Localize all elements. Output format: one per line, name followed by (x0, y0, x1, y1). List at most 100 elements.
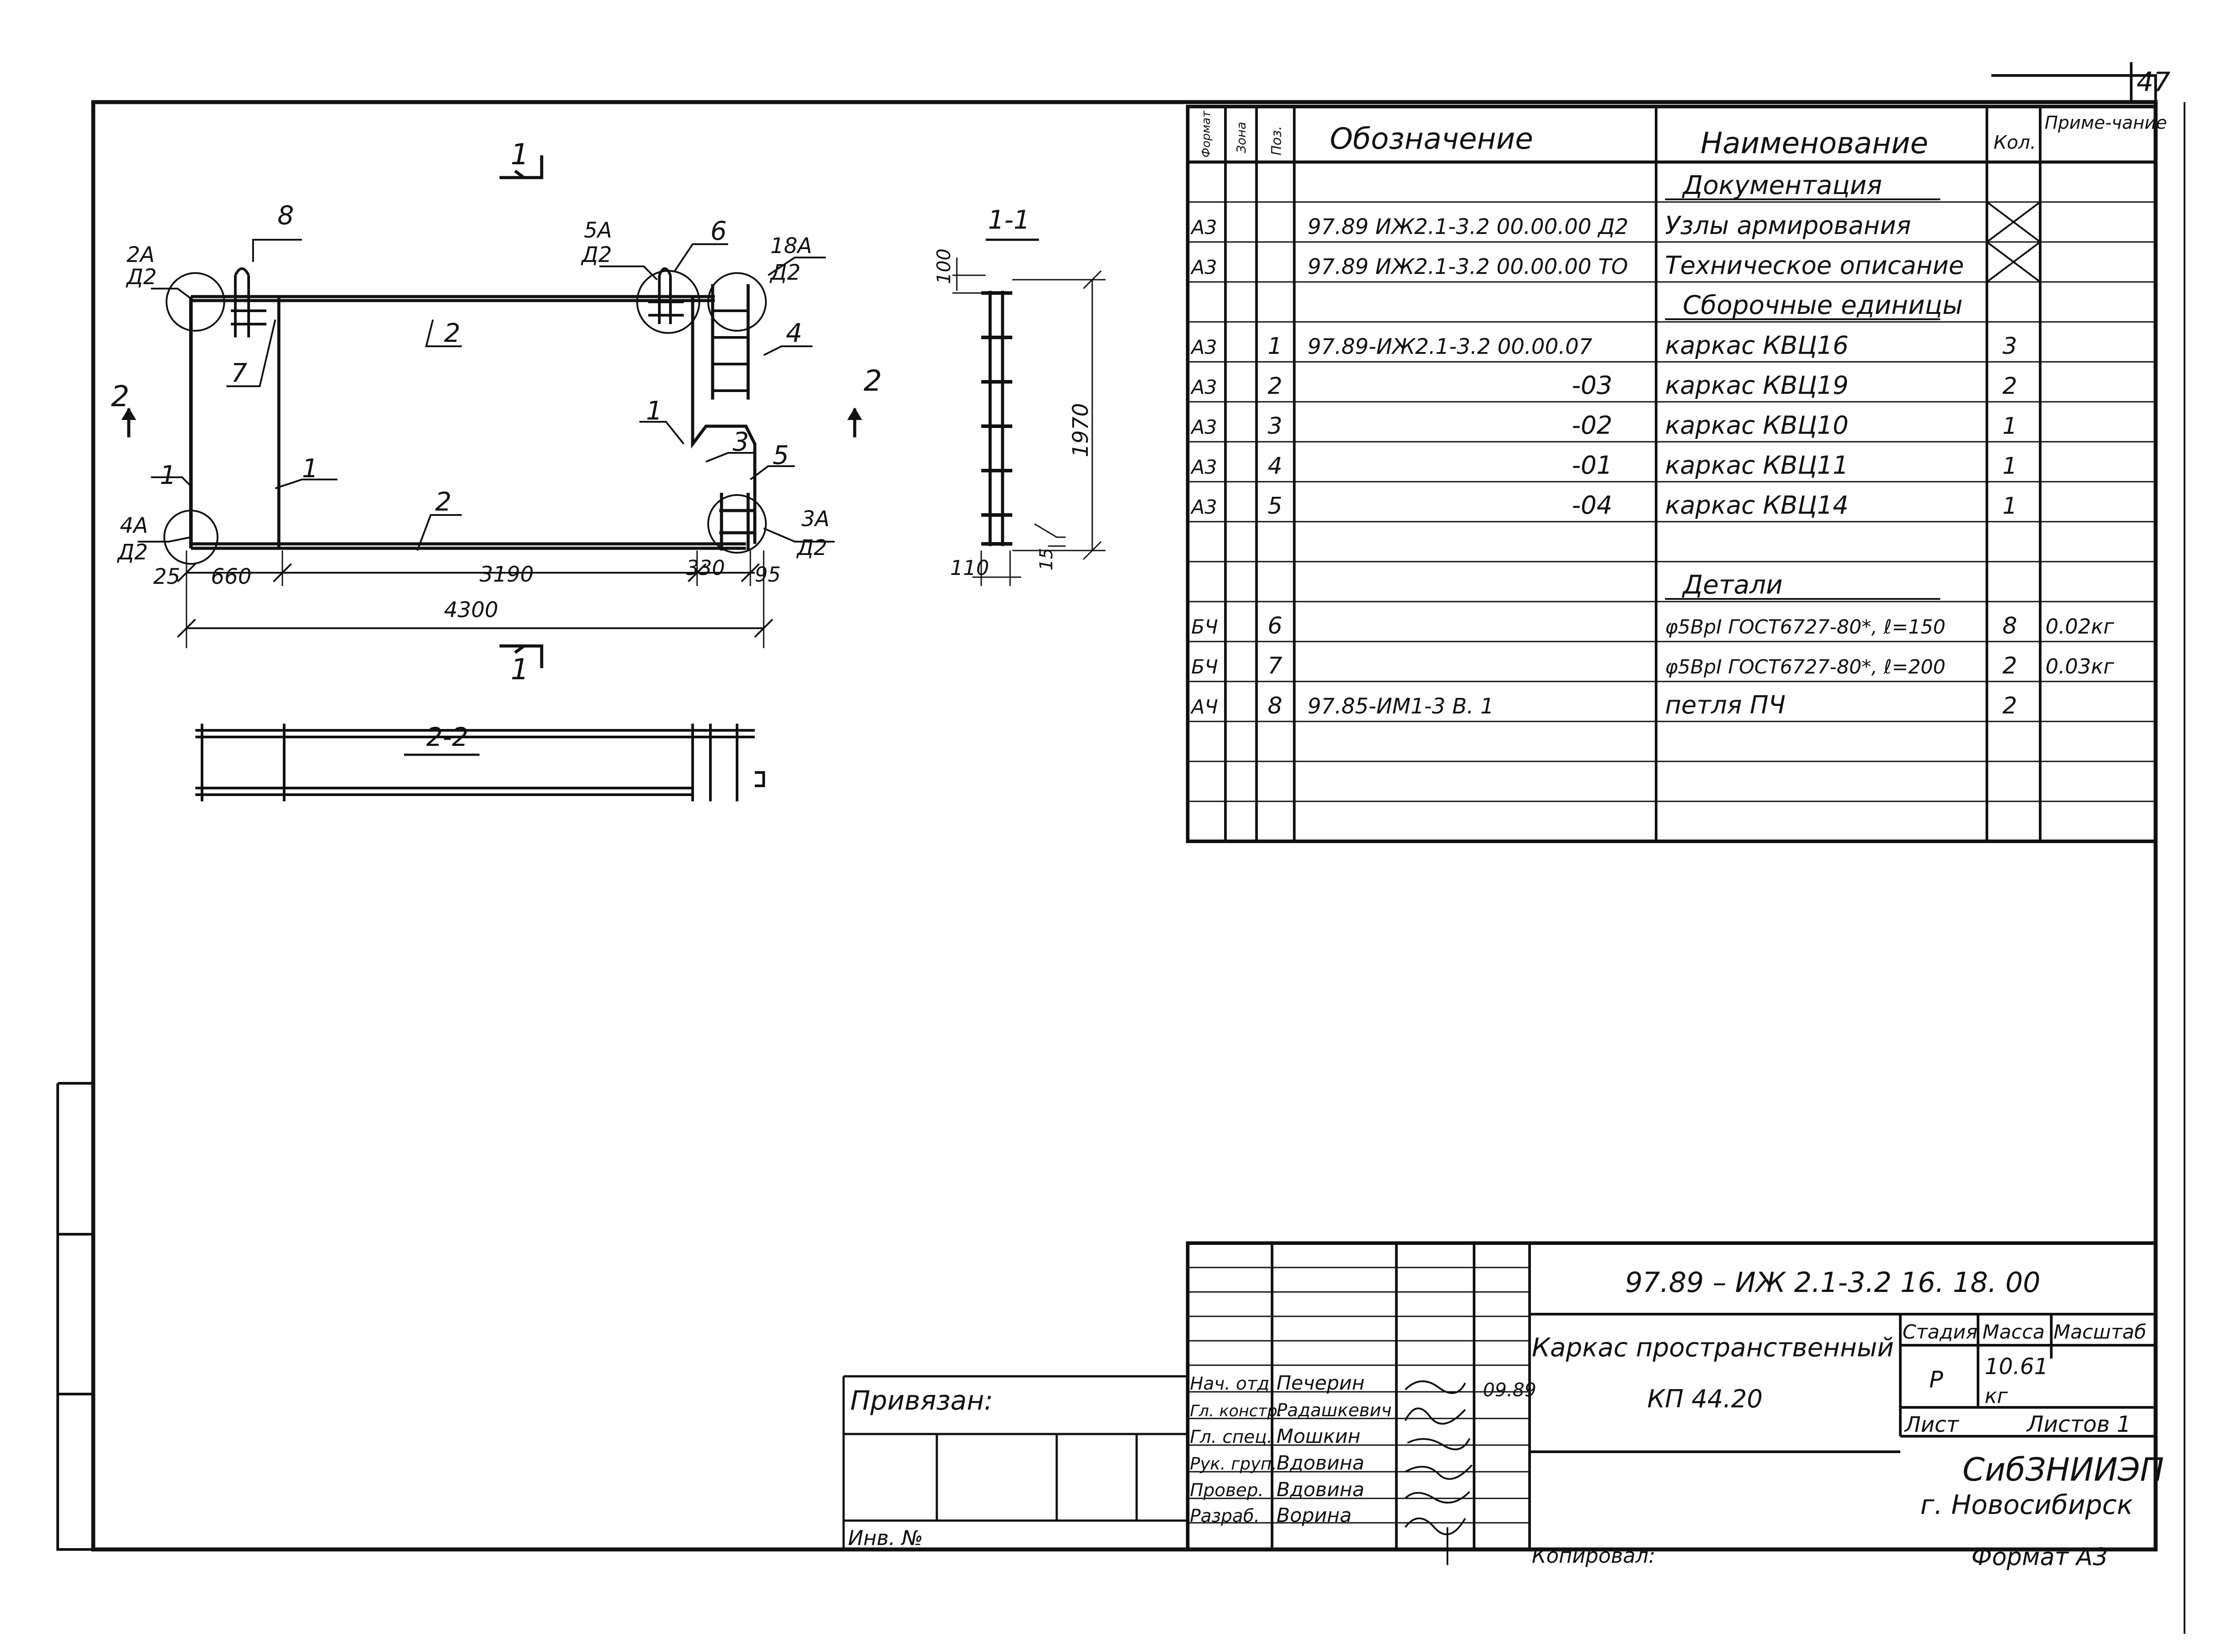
pos-label: 3 (733, 427, 749, 457)
title-block (842, 1241, 2157, 1565)
header-position: Поз. (1269, 126, 1284, 155)
mass-value: 10.61 (1985, 1354, 2048, 1379)
pos-label: 1 (302, 453, 318, 483)
spec-designation: -02 (1572, 411, 1612, 440)
stage-value: Р (1929, 1367, 1943, 1393)
spec-designation: -04 (1572, 491, 1612, 520)
person-name: Радашкевич (1276, 1400, 1391, 1421)
organization: СибЗНИИЭП (1962, 1451, 2164, 1488)
dim-label: 95 (755, 563, 781, 586)
role-label: Гл. констр. (1190, 1402, 1282, 1420)
plan-labels: 1 1 2 2 1 1 1 2 2 3 4 5 6 7 8 2А Д2 4А Д… (111, 138, 882, 686)
spec-border (1186, 105, 2157, 843)
header-designation: Обозначение (1330, 122, 1533, 156)
sheets-count: Листов 1 (2026, 1411, 2131, 1437)
header-note: Приме-чание (2045, 113, 2167, 133)
pos-label: 5 (773, 440, 789, 470)
pos-label: 1 (160, 460, 176, 490)
title-block-text: Привязан: Инв. № 97.89 – ИЖ 2.1-3.2 16. … (848, 1266, 2164, 1571)
stage-label: Стадия (1903, 1321, 1978, 1343)
spec-format: А3 (1190, 496, 1217, 519)
section-mark-1-bottom: 1 (511, 653, 529, 686)
spec-name: Техническое описание (1665, 251, 1964, 280)
spec-position: 3 (1268, 413, 1282, 440)
person-name: Печерин (1276, 1372, 1365, 1394)
spec-format: А3 (1190, 216, 1217, 239)
person-name: Вдовина (1276, 1452, 1364, 1474)
spec-name: петля ПЧ (1665, 691, 1785, 720)
spec-position: 5 (1268, 493, 1282, 519)
spec-quantity: 8 (2002, 613, 2017, 639)
section-2-2-title: 2-2 (426, 722, 468, 752)
copied-by-label: Копировал: (1532, 1544, 1655, 1568)
callout-bottom: Д2 (126, 265, 157, 289)
callout-bottom: Д2 (581, 242, 612, 267)
privyazan-label: Привязан: (850, 1385, 993, 1416)
not-applicable-cross-icon (1986, 241, 2041, 283)
pos-label: 6 (710, 216, 727, 246)
callout-top: 2А (127, 242, 155, 267)
scale-label: Масштаб (2054, 1321, 2146, 1343)
spec-name: каркас КВЦ16 (1665, 331, 1848, 360)
person-name: Вдовина (1276, 1478, 1364, 1501)
sheet-number: 47 (2137, 67, 2170, 98)
callout-top: 18А (770, 234, 812, 258)
spec-name: Узлы армирования (1665, 211, 1911, 240)
spec-position: 4 (1268, 453, 1282, 479)
spec-quantity: 2 (2002, 373, 2017, 400)
dim-label: 15 (1036, 548, 1057, 570)
dim-label: 25 (153, 564, 180, 589)
spec-name: каркас КВЦ14 (1665, 491, 1848, 520)
spec-name: каркас КВЦ19 (1665, 371, 1848, 400)
dim-label: 4300 (444, 598, 498, 622)
spec-quantity: 2 (2002, 653, 2017, 679)
spec-quantity: 1 (2002, 493, 2017, 519)
spec-format: А3 (1190, 336, 1217, 359)
header-name: Наименование (1701, 126, 1928, 160)
spec-name: φ5ВрI ГОСТ6727-80*, ℓ=150 (1665, 616, 1946, 638)
header-zone: Зона (1234, 122, 1249, 153)
pos-label: 2 (444, 318, 460, 348)
item-mark: КП 44.20 (1647, 1385, 1763, 1414)
spec-format: БЧ (1191, 616, 1218, 638)
callout-bottom: Д2 (769, 260, 801, 285)
pos-label: 8 (278, 200, 294, 230)
spec-name: φ5ВрI ГОСТ6727-80*, ℓ=200 (1665, 656, 1946, 678)
section-2-2 (195, 724, 765, 801)
dim-label: 660 (211, 564, 252, 589)
pos-label: 4 (786, 318, 802, 348)
sheet-label: Лист (1904, 1412, 1960, 1437)
spec-note: 0.02кг (2046, 614, 2114, 638)
spec-quantity: 2 (2002, 693, 2017, 719)
not-applicable-cross-icon (1986, 201, 2041, 243)
mass-unit: кг (1985, 1384, 2008, 1408)
specification-table: Формат Зона Поз. Обозначение Наименование Кол… (1186, 105, 2167, 843)
callout-top: 4А (120, 513, 148, 538)
role-label: Нач. отд. (1190, 1374, 1275, 1394)
spec-format: А3 (1190, 456, 1217, 479)
person-name: Ворина (1276, 1504, 1352, 1527)
spec-name: каркас КВЦ11 (1665, 451, 1848, 480)
spec-position: 8 (1268, 693, 1282, 719)
dim-label: 1970 (1068, 403, 1093, 457)
spec-format: А3 (1190, 256, 1217, 279)
document-code: 97.89 – ИЖ 2.1-3.2 16. 18. 00 (1625, 1266, 2041, 1299)
dim-label: 330 (686, 556, 725, 580)
header-format: Формат (1200, 111, 1213, 158)
spec-name: Детали (1681, 570, 1783, 600)
spec-quantity: 1 (2002, 413, 2017, 440)
format-label: Формат А3 (1971, 1543, 2108, 1571)
dim-label: 110 (950, 556, 989, 580)
header-quantity: Кол. (1994, 131, 2036, 153)
plan-view (121, 155, 862, 668)
spec-position: 7 (1268, 653, 1282, 679)
section-1-1-title: 1-1 (988, 205, 1030, 235)
spec-designation: 97.89 ИЖ2.1-3.2 00.00.00 Д2 (1308, 214, 1629, 239)
dim-label: 3190 (480, 562, 534, 587)
date: 09.89 (1483, 1379, 1536, 1401)
pos-label: 2 (435, 487, 452, 517)
callout-bottom: Д2 (796, 535, 827, 560)
spec-position: 6 (1268, 613, 1282, 639)
callout-top: 3А (801, 507, 829, 531)
